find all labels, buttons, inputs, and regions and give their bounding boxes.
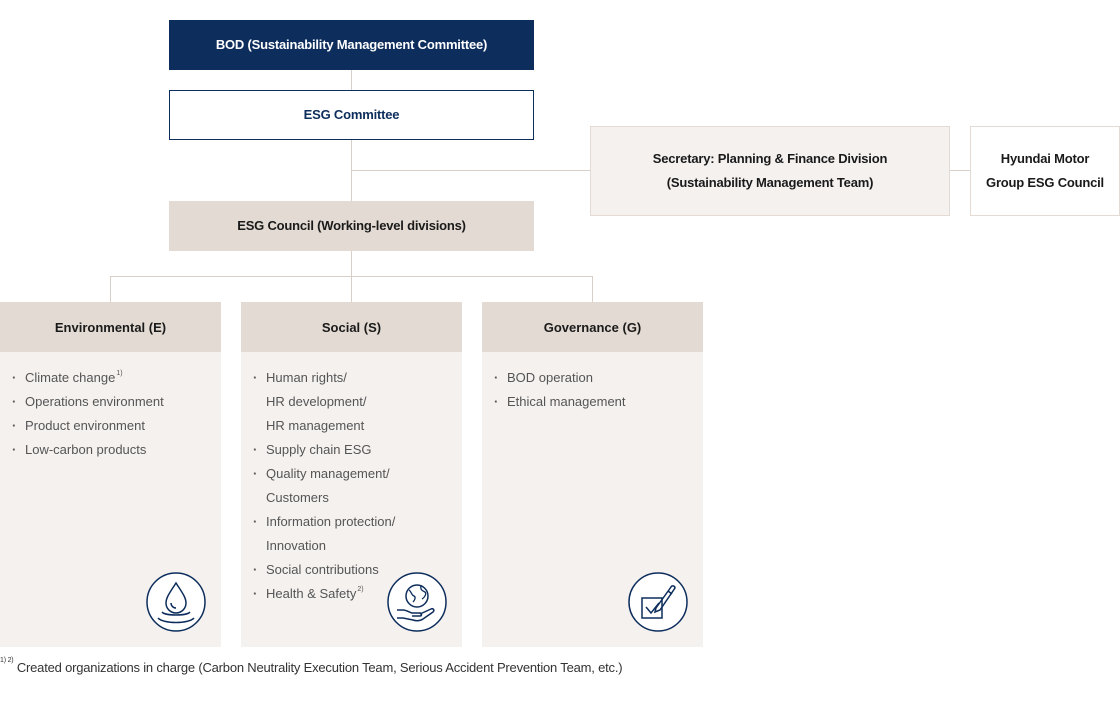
list-item: Operations environment: [12, 390, 211, 414]
list-item: Human rights/ HR development/ HR managem…: [253, 366, 452, 438]
environmental-list: Climate change1) Operations environment …: [0, 352, 221, 462]
list-item: Information protection/ Innovation: [253, 510, 452, 558]
column-title-environmental: Environmental (E): [0, 302, 221, 352]
list-item: Health & Safety2): [253, 582, 452, 606]
list-item: Supply chain ESG: [253, 438, 452, 462]
connector-secretary-group: [950, 170, 970, 171]
bod-box: BOD (Sustainability Management Committee…: [169, 20, 534, 70]
pen-checkbox-icon: [628, 572, 688, 632]
social-list: Human rights/ HR development/ HR managem…: [241, 352, 462, 606]
connector-bod-committee: [351, 70, 352, 90]
globe-in-hand-icon: [387, 572, 447, 632]
group-esg-council-box: Hyundai Motor Group ESG Council: [970, 126, 1120, 216]
social-column: Social (S) Human rights/ HR development/…: [241, 302, 462, 647]
secretary-box: Secretary: Planning & Finance Division (…: [590, 126, 950, 216]
governance-column: Governance (G) BOD operation Ethical man…: [482, 302, 703, 647]
footnote: 1) 2) Created organizations in charge (C…: [0, 657, 623, 675]
list-item: Social contributions: [253, 558, 452, 582]
connector-branch-e: [110, 276, 111, 302]
esg-council-box: ESG Council (Working-level divisions): [169, 201, 534, 251]
list-item: Ethical management: [494, 390, 693, 414]
environmental-column: Environmental (E) Climate change1) Opera…: [0, 302, 221, 647]
governance-list: BOD operation Ethical management: [482, 352, 703, 414]
list-item: Climate change1): [12, 366, 211, 390]
connector-to-secretary: [351, 170, 590, 171]
list-item: BOD operation: [494, 366, 693, 390]
esg-committee-box: ESG Committee: [169, 90, 534, 140]
secretary-line1: Secretary: Planning & Finance Division: [652, 151, 888, 166]
connector-branch-g: [592, 276, 593, 302]
list-item: Low-carbon products: [12, 438, 211, 462]
group-council-line2: Group ESG Council: [986, 175, 1104, 190]
footnote-text: Created organizations in charge (Carbon …: [16, 660, 623, 675]
column-title-social: Social (S): [241, 302, 462, 352]
group-council-line1: Hyundai Motor: [1000, 151, 1090, 166]
footnote-marker: 1) 2): [0, 657, 14, 664]
list-item: Product environment: [12, 414, 211, 438]
connector-branch-horizontal: [110, 276, 593, 277]
list-item: Quality management/ Customers: [253, 462, 452, 510]
secretary-line2: (Sustainability Management Team): [666, 175, 874, 190]
water-drop-icon: [146, 572, 206, 632]
column-title-governance: Governance (G): [482, 302, 703, 352]
